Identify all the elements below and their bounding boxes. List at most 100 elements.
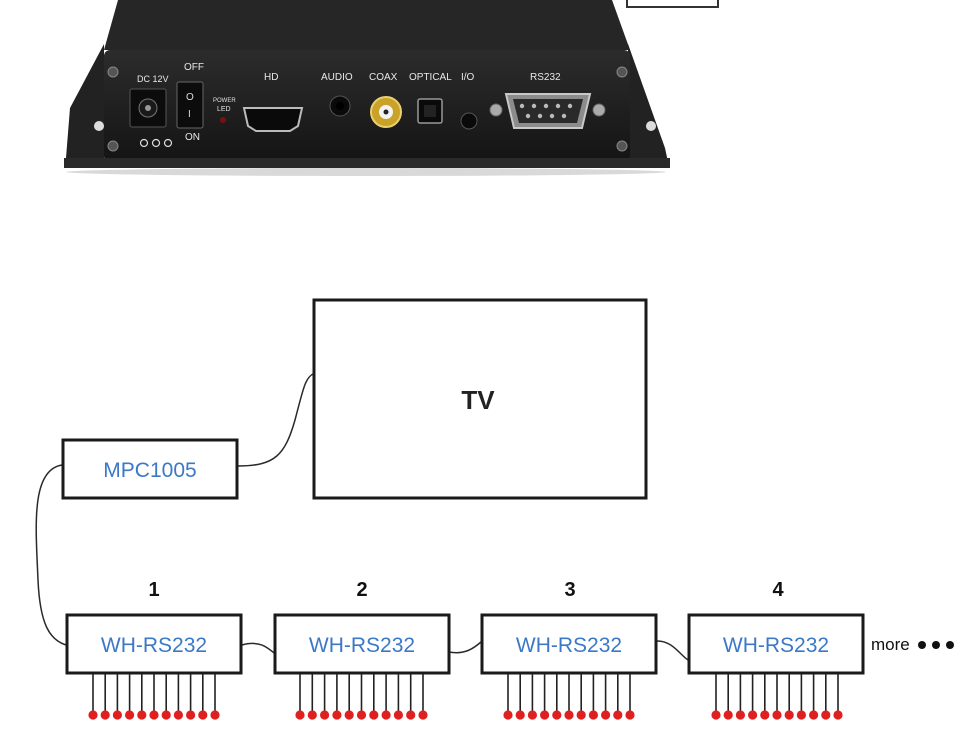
module-number: 2 [356,579,367,601]
module-number: 3 [564,579,575,601]
more-label: more [871,635,910,654]
lead-tip [125,710,135,720]
lead-tip [760,710,770,720]
lead-tip [809,710,819,720]
device-shadow [66,168,666,176]
module-leads [503,674,635,720]
lead-tip [210,710,220,720]
hdmi-port-icon [242,107,304,132]
db9-pin [525,113,531,119]
lead-tip [320,710,330,720]
module-number: 4 [772,579,784,601]
power-label: POWER [213,98,236,104]
lead-tip [576,710,586,720]
lead-tip [527,710,538,720]
lead-tip [723,710,733,720]
optical-label: OPTICAL [409,72,452,83]
device-rear-panel: DC 12V OFF O I ON POWER LED HD AUDIO COA… [64,0,670,176]
left-mount-hole [94,121,104,131]
lead-tip [784,710,794,720]
lead-tip [735,710,746,720]
dc-label: DC 12V [137,74,169,84]
screw [107,140,119,152]
io-jack-icon [460,112,478,130]
connection-wires [35,373,689,661]
db9-pins [519,103,573,119]
module-number: 1 [148,579,159,601]
lead-tip [588,710,599,720]
lead-tip [406,710,416,720]
db9-pin [531,103,537,109]
module-1: 1 WH-RS232 [65,579,243,720]
device-face [104,50,630,162]
lead-tip [613,710,623,720]
rs232-screw-left [489,103,503,117]
lead-tip [552,710,562,720]
lead-tip [344,710,354,720]
wire-player-to-tv [237,373,314,467]
rs232-screw-right [592,103,606,117]
lead-tip [295,710,305,720]
wire-module-3-to-4 [655,640,689,661]
hd-label: HD [264,72,278,83]
module-leads [88,674,220,720]
lead-tip [601,710,611,720]
db9-pin [519,103,525,109]
lead-tip [198,710,208,720]
audio-jack-hole [336,102,344,110]
right-mount-flange [628,44,668,162]
player-frame [61,438,239,500]
ellipsis-dot-icon [946,641,954,649]
module-frame [480,613,658,675]
screw [107,66,119,78]
lead-tip [833,710,843,720]
lead-tip [332,710,342,720]
relay-modules: 1 WH-RS232 2 WH-RS232 3 WH-RS232 4 WH-RS… [65,579,865,720]
power-led [220,117,226,123]
more-indicator: more [871,635,954,654]
wire-module-2-to-3 [448,641,482,654]
optical-port-shutter [424,105,436,117]
lead-tip [137,710,147,720]
tv-frame [312,298,648,500]
module-2: 2 WH-RS232 [273,579,451,720]
lead-tip [369,710,379,720]
tv-box: TV [312,298,648,500]
switch-o-mark: O [186,92,194,103]
player-box: MPC1005 [61,438,239,500]
ellipsis-dot-icon [932,641,940,649]
lead-tip [112,710,122,720]
db9-pin [567,103,573,109]
module-3: 3 WH-RS232 [480,579,658,720]
lead-tip [418,710,428,720]
module-label: WH-RS232 [309,634,415,657]
dc-jack-pin [145,105,151,111]
io-label: I/O [461,72,475,83]
lead-tip [149,710,159,720]
wire-player-to-module-1 [35,464,67,646]
audio-label: AUDIO [321,72,353,83]
screw [616,66,628,78]
coax-label: COAX [369,72,398,83]
right-mount-hole [646,121,656,131]
module-frame [65,613,243,675]
ellipsis-dot-icon [918,641,926,649]
module-label: WH-RS232 [101,634,207,657]
device-base [64,158,670,168]
power-switch [176,81,204,129]
db9-pin [555,103,561,109]
lead-tip [186,710,196,720]
lead-tip [356,710,367,720]
switch-i-mark: I [188,109,191,120]
lead-tip [381,710,391,720]
lead-tip [88,710,98,720]
player-label: MPC1005 [103,459,196,482]
module-leads [711,674,843,720]
switch-off-label: OFF [184,62,204,73]
lead-tip [748,710,758,720]
module-leads [295,674,428,720]
db9-pin [543,103,549,109]
module-label: WH-RS232 [723,634,829,657]
rs232-db9-inner [513,99,583,123]
